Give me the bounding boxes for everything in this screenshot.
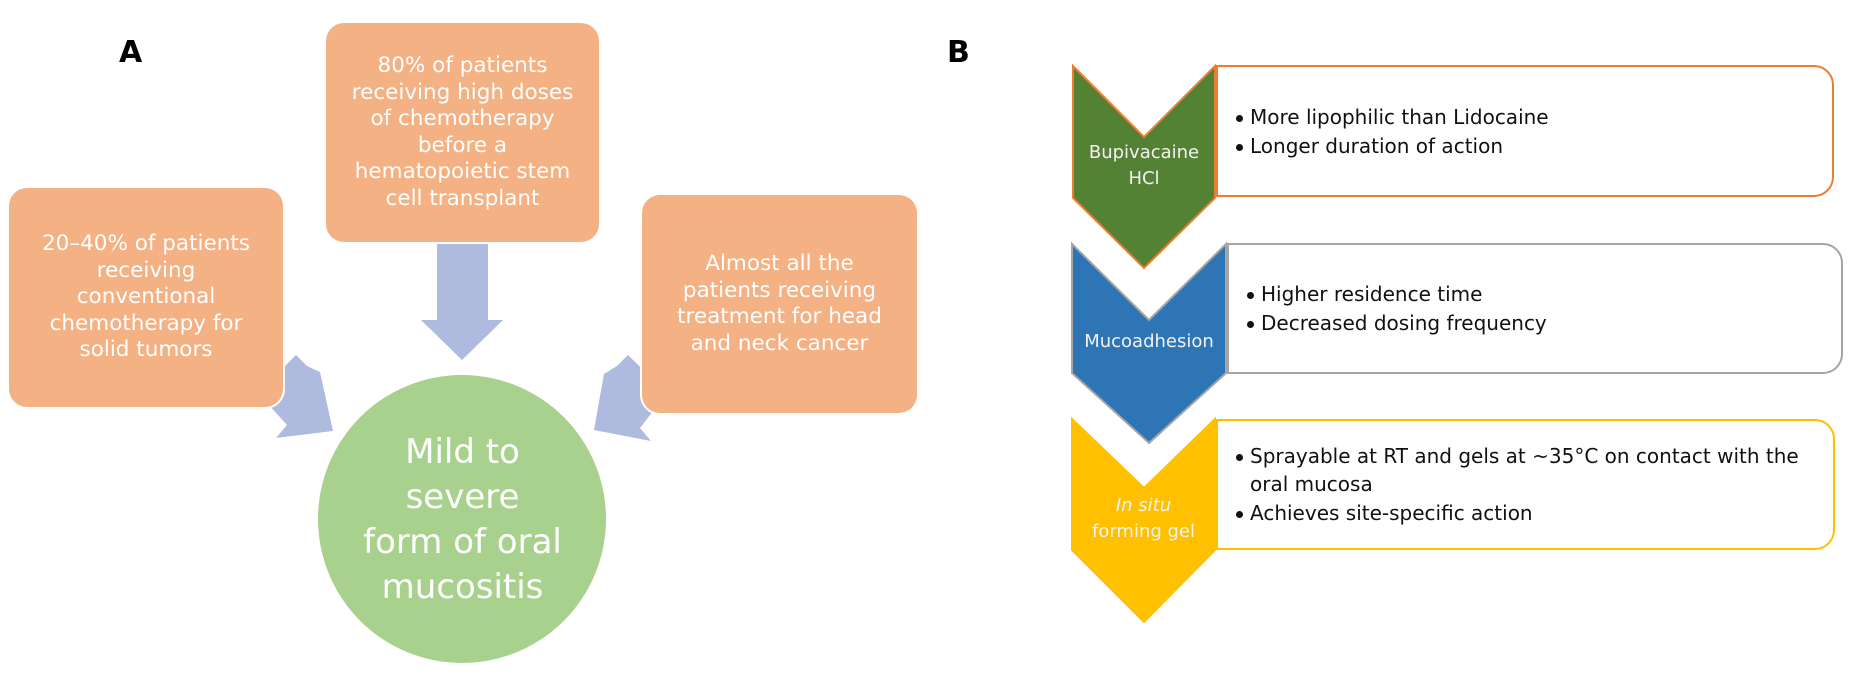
box-line: hematopoietic stem — [354, 159, 571, 184]
bullet-item: Longer duration of action — [1236, 132, 1812, 160]
outcome-line: severe — [405, 476, 520, 517]
outcome-line: form of oral — [363, 521, 562, 562]
box-line: solid tumors — [79, 337, 213, 363]
bullet-item: Sprayable at RT and gels at ~35°C on con… — [1236, 442, 1813, 498]
bullet-item: Decreased dosing frequency — [1247, 309, 1821, 337]
source-box-head-neck: Almost all the patients receiving treatm… — [642, 195, 917, 413]
outcome-circle — [318, 375, 606, 663]
box-line: treatment for head — [677, 304, 882, 329]
description-box-bupivacaine: More lipophilic than Lidocaine Longer du… — [1216, 65, 1834, 197]
bullet-item: Higher residence time — [1247, 280, 1821, 308]
box-line: 20–40% of patients — [42, 231, 250, 257]
box-line: receiving high doses — [351, 79, 574, 105]
description-box-mucoadhesion: Higher residence time Decreased dosing f… — [1227, 243, 1843, 374]
box-line: receiving — [96, 257, 196, 283]
bullet-list: Sprayable at RT and gels at ~35°C on con… — [1236, 441, 1813, 528]
chevron-label-line: Bupivacaine — [1088, 142, 1200, 163]
box-line: patients receiving — [682, 277, 877, 303]
box-line: and neck cancer — [690, 330, 869, 356]
bullet-item: Achieves site-specific action — [1236, 499, 1813, 527]
box-line: 80% of patients — [377, 53, 548, 78]
outcome-line: mucositis — [381, 566, 544, 607]
bullet-list: Higher residence time Decreased dosing f… — [1247, 279, 1821, 338]
box-line: conventional — [76, 284, 216, 310]
box-line: cell transplant — [385, 185, 540, 211]
box-line: Almost all the — [705, 251, 854, 276]
chevron-in-situ-gel — [1071, 416, 1216, 624]
arrow-down-icon — [421, 244, 503, 360]
bullet-item: More lipophilic than Lidocaine — [1236, 103, 1812, 131]
panel-a-label: A — [119, 35, 143, 70]
chevron-label-line: HCl — [1128, 168, 1160, 189]
bullet-list: More lipophilic than Lidocaine Longer du… — [1236, 102, 1812, 161]
panel-b-label: B — [947, 35, 970, 70]
box-line: chemotherapy for — [49, 310, 243, 336]
chevron-label-mucoadhesion: Mucoadhesion — [1068, 329, 1230, 355]
chevron-bupivacaine — [1072, 63, 1216, 270]
source-box-solid-tumors: 20–40% of patients receiving conventiona… — [9, 188, 283, 407]
chevron-label-line: Mucoadhesion — [1084, 331, 1214, 352]
chevron-label-in-situ-gel: In situ forming gel — [1072, 493, 1215, 545]
description-box-in-situ-gel: Sprayable at RT and gels at ~35°C on con… — [1216, 419, 1835, 550]
box-line: before a — [417, 132, 508, 158]
outcome-line: Mild to — [405, 431, 520, 472]
chevron-label-bupivacaine: Bupivacaine HCl — [1073, 140, 1215, 192]
chevron-mucoadhesion — [1071, 241, 1227, 445]
box-line: of chemotherapy — [370, 106, 555, 131]
source-box-stem-cell: 80% of patients receiving high doses of … — [326, 23, 599, 242]
chevron-label-italic: In situ — [1115, 495, 1172, 516]
chevron-label-line: forming gel — [1091, 521, 1196, 542]
outcome-label: Mild to severe form of oral mucositis — [318, 375, 607, 664]
